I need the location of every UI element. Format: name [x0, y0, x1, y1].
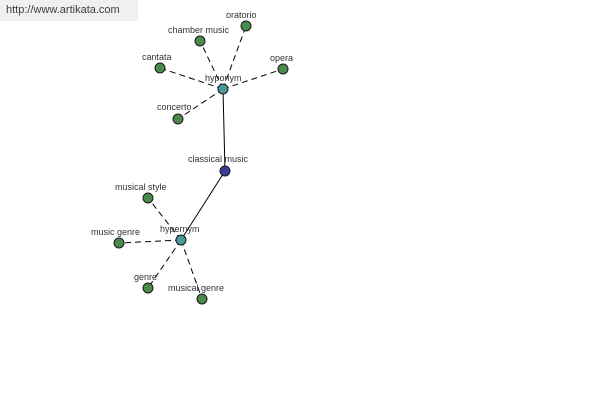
leaf-node-marker[interactable] [194, 35, 206, 47]
edge-hypernym-musical_style [147, 197, 182, 241]
leaf-node-marker[interactable] [172, 113, 184, 125]
edge-hyponym-opera [222, 68, 284, 90]
node-hyponym[interactable]: hyponym [205, 73, 242, 95]
node-concerto[interactable]: concerto [157, 102, 192, 125]
leaf-node-marker[interactable] [196, 293, 208, 305]
node-label: classical music [188, 154, 249, 164]
node-label: oratorio [226, 10, 257, 20]
node-label: music genre [91, 227, 140, 237]
leaf-node-marker[interactable] [240, 20, 252, 32]
edge-classical_music-hyponym [222, 88, 226, 172]
edge-hyponym-concerto [177, 88, 224, 120]
node-music-genre[interactable]: music genre [91, 227, 140, 249]
node-hypernym[interactable]: hypernym [160, 224, 200, 246]
hub-node-marker[interactable] [175, 234, 187, 246]
leaf-node-marker[interactable] [154, 62, 166, 74]
node-musical-style[interactable]: musical style [115, 182, 167, 204]
node-label: hypernym [160, 224, 200, 234]
leaf-node-marker[interactable] [113, 237, 125, 249]
node-label: cantata [142, 52, 172, 62]
node-oratorio[interactable]: oratorio [226, 10, 257, 32]
node-chamber-music[interactable]: chamber music [168, 25, 230, 47]
edges-layer [118, 25, 284, 300]
artikata-url-label: http://www.artikata.com [0, 0, 138, 21]
node-label: chamber music [168, 25, 230, 35]
node-label: musical style [115, 182, 167, 192]
node-musical-genre[interactable]: musical genre [168, 283, 224, 305]
edge-classical_music-hypernym [180, 170, 226, 241]
edge-hyponym-chamber_music [199, 40, 224, 90]
leaf-node-marker[interactable] [142, 192, 154, 204]
edge-hyponym-oratorio [222, 25, 247, 90]
node-label: genre [134, 272, 157, 282]
leaf-node-marker[interactable] [277, 63, 289, 75]
node-opera[interactable]: opera [270, 53, 293, 75]
node-label: musical genre [168, 283, 224, 293]
edge-hypernym-music_genre [118, 239, 182, 244]
edge-hyponym-cantata [159, 67, 224, 90]
node-cantata[interactable]: cantata [142, 52, 172, 74]
hub-node-marker[interactable] [217, 83, 229, 95]
node-label: opera [270, 53, 293, 63]
leaf-node-marker[interactable] [142, 282, 154, 294]
edge-hypernym-musical_genre [180, 239, 203, 300]
center-node-marker[interactable] [219, 165, 231, 177]
nodes-layer: classical music hyponym hypernym oratorio ch… [91, 10, 293, 305]
node-genre[interactable]: genre [134, 272, 157, 294]
node-label: hyponym [205, 73, 242, 83]
node-classical-music[interactable]: classical music [188, 154, 249, 177]
node-label: concerto [157, 102, 192, 112]
